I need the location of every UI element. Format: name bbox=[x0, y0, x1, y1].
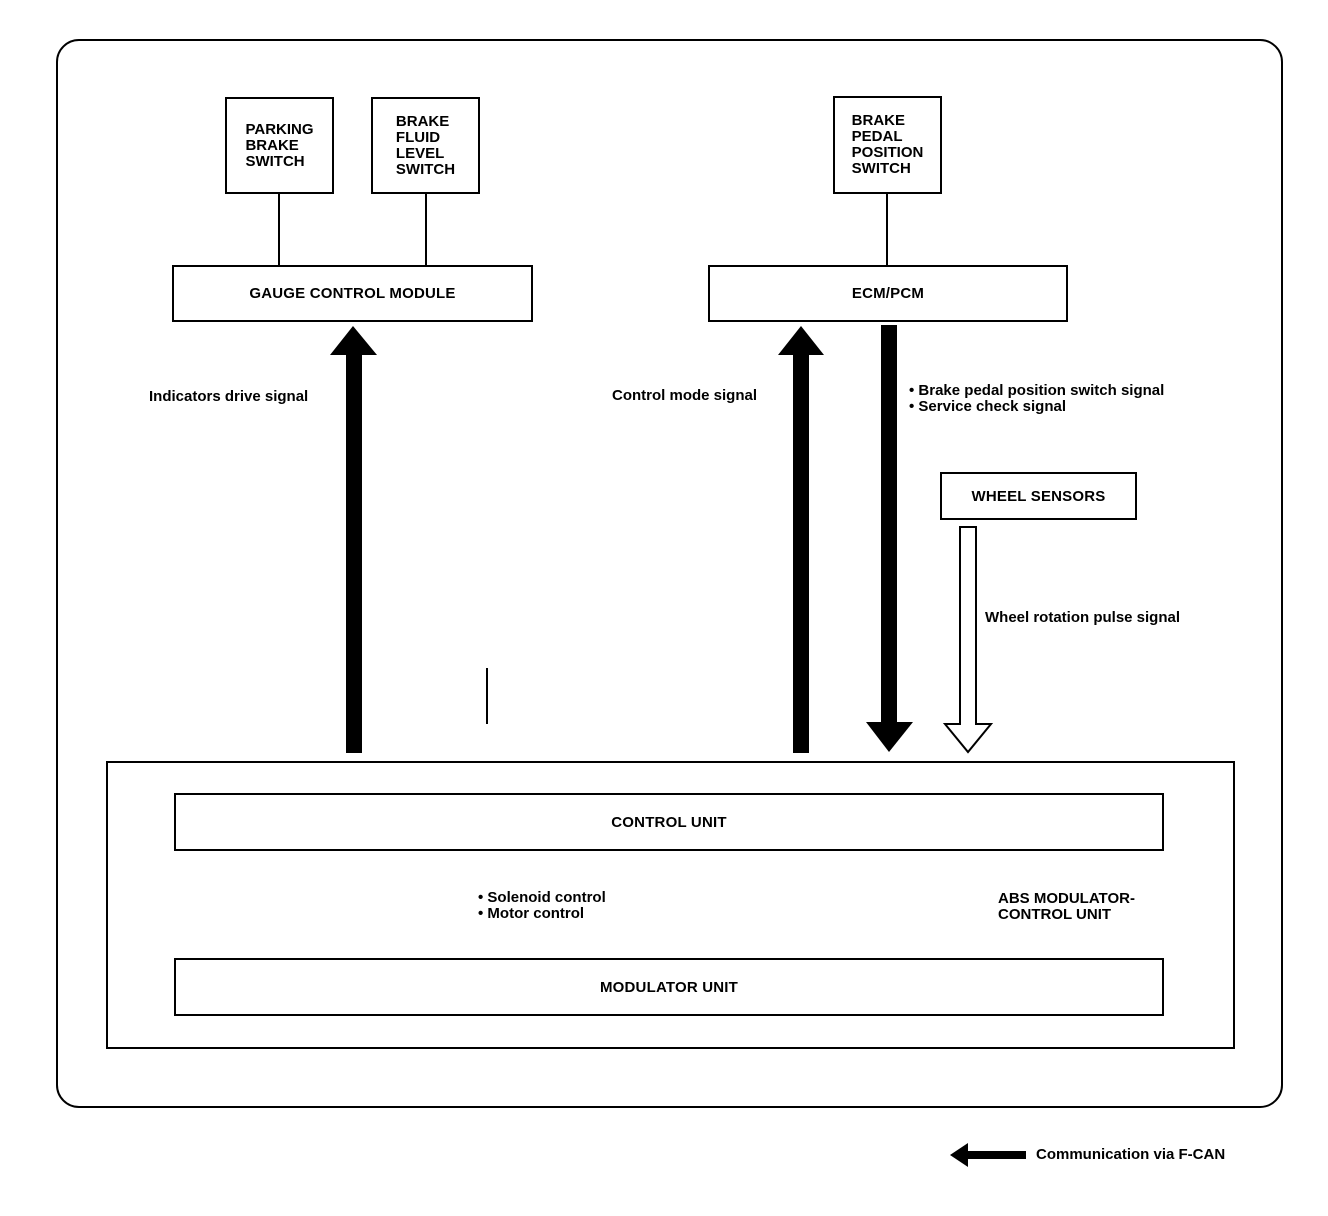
control-mode-signal-label: Control mode signal bbox=[612, 387, 758, 404]
wheel-rotation-pulse-signal-label: Wheel rotation pulse signal bbox=[985, 609, 1181, 626]
abs-modulator-control-unit-label: ABS MODULATOR- CONTROL UNIT bbox=[998, 890, 1135, 923]
gauge-control-module-label: GAUGE CONTROL MODULE bbox=[249, 285, 456, 302]
hollow-arrow-wheel-to-abs bbox=[942, 526, 994, 754]
control-unit-box: CONTROL UNIT bbox=[174, 793, 1164, 851]
parking-brake-switch-label: PARKING BRAKE SWITCH bbox=[245, 120, 314, 170]
brake-pedal-position-switch-box: BRAKE PEDAL POSITION SWITCH bbox=[833, 96, 942, 194]
modulator-unit-label: MODULATOR UNIT bbox=[599, 978, 739, 996]
gauge-control-module-box: GAUGE CONTROL MODULE bbox=[172, 265, 533, 322]
fcan-arrow-abs-to-ecm bbox=[778, 326, 824, 753]
brake-pedal-position-switch-label: BRAKE PEDAL POSITION SWITCH bbox=[851, 112, 924, 177]
ecm-to-abs-signal-labels: • Brake pedal position switch signal • S… bbox=[909, 382, 1165, 415]
ecm-pcm-box: ECM/PCM bbox=[708, 265, 1068, 322]
brake-fluid-level-switch-label: BRAKE FLUID LEVEL SWITCH bbox=[395, 112, 456, 178]
control-unit-label: CONTROL UNIT bbox=[611, 813, 727, 831]
modulator-unit-box: MODULATOR UNIT bbox=[174, 958, 1164, 1016]
control-to-modulator-signal-labels: • Solenoid control • Motor control bbox=[478, 889, 606, 922]
indicators-drive-signal-label: Indicators drive signal bbox=[149, 388, 309, 405]
outer-frame bbox=[56, 39, 1283, 1108]
brake-fluid-level-switch-box: BRAKE FLUID LEVEL SWITCH bbox=[371, 97, 480, 194]
parking-brake-switch-box: PARKING BRAKE SWITCH bbox=[225, 97, 334, 194]
legend-fcan-label: Communication via F-CAN bbox=[1036, 1146, 1226, 1163]
wheel-sensors-label: WHEEL SENSORS bbox=[971, 487, 1106, 505]
fcan-arrow-ecm-to-abs bbox=[866, 325, 913, 752]
ecm-pcm-label: ECM/PCM bbox=[851, 285, 925, 302]
fcan-arrow-abs-to-gauge bbox=[330, 326, 377, 753]
wheel-sensors-box: WHEEL SENSORS bbox=[940, 472, 1137, 520]
legend-fcan-arrow bbox=[950, 1143, 1026, 1167]
